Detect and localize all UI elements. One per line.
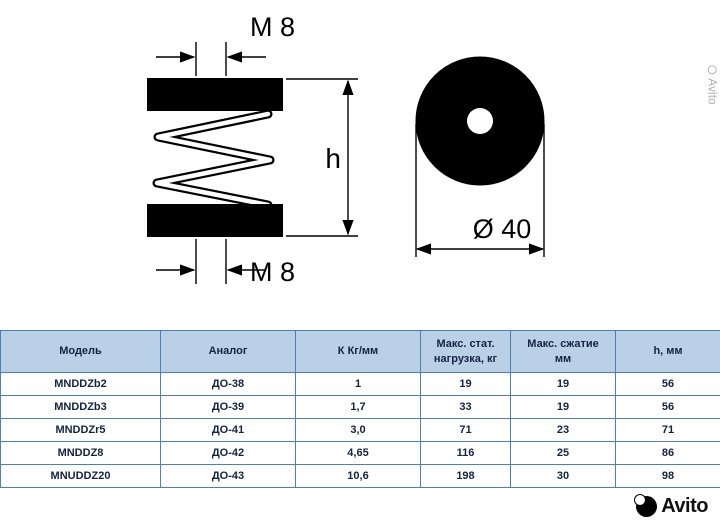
top-block [147, 78, 283, 111]
thread-label-bottom: M 8 [250, 257, 295, 287]
cell-max-load: 71 [420, 418, 511, 442]
cell-analog: ДО-39 [160, 395, 296, 419]
cell-height: 86 [615, 441, 720, 465]
table-row: MNUDDZ20 ДО-43 10,6 198 30 98 [0, 464, 720, 488]
cell-height: 56 [615, 395, 720, 419]
cell-max-load: 116 [420, 441, 511, 465]
cell-model: MNDDZ8 [0, 441, 161, 465]
avito-logo: Avito [634, 494, 708, 518]
technical-drawing: M 8 M 8 h Ø 40 [147, 12, 545, 287]
bottom-bar: Avito [0, 490, 720, 523]
cell-height: 56 [615, 372, 720, 396]
avito-logo-icon [634, 494, 658, 517]
table-row: MNDDZ8 ДО-42 4,65 116 25 86 [0, 441, 720, 465]
height-label: h [325, 143, 341, 174]
top-view: Ø 40 [415, 56, 545, 257]
cell-stiffness: 4,65 [295, 441, 421, 465]
cell-height: 98 [615, 464, 720, 488]
table-row: MNDDZb2 ДО-38 1 19 19 56 [0, 372, 720, 396]
header-max-compression: Макс. сжатие мм [510, 330, 616, 373]
side-watermark-text: Avito [705, 78, 720, 105]
thread-label-top: M 8 [250, 12, 295, 42]
cell-model: MNDDZb3 [0, 395, 161, 419]
cell-max-compression: 30 [510, 464, 616, 488]
cell-analog: ДО-42 [160, 441, 296, 465]
cell-analog: ДО-38 [160, 372, 296, 396]
cell-analog: ДО-43 [160, 464, 296, 488]
cell-stiffness: 10,6 [295, 464, 421, 488]
cell-max-load: 33 [420, 395, 511, 419]
diameter-label: Ø 40 [473, 214, 532, 244]
cell-model: MNUDDZ20 [0, 464, 161, 488]
header-stiffness: К Кг/мм [295, 330, 421, 373]
center-hole [467, 108, 493, 134]
side-watermark: Avito [705, 65, 720, 105]
cell-max-load: 19 [420, 372, 511, 396]
cell-model: MNDDZb2 [0, 372, 161, 396]
spring-coil [152, 109, 275, 210]
bottom-block [147, 204, 283, 237]
spec-table: Модель Аналог К Кг/мм Макс. стат. нагруз… [0, 330, 720, 488]
cell-stiffness: 1 [295, 372, 421, 396]
side-view [156, 42, 358, 284]
cell-stiffness: 1,7 [295, 395, 421, 419]
header-analog: Аналог [160, 330, 296, 373]
table-row: MNDDZr5 ДО-41 3,0 71 23 71 [0, 418, 720, 442]
avito-ring-icon [707, 65, 717, 75]
cell-height: 71 [615, 418, 720, 442]
cell-max-compression: 19 [510, 395, 616, 419]
cell-max-compression: 23 [510, 418, 616, 442]
drawing-svg: M 8 M 8 h Ø 40 [147, 12, 545, 287]
cell-max-compression: 25 [510, 441, 616, 465]
header-height: h, мм [615, 330, 720, 373]
cell-max-load: 198 [420, 464, 511, 488]
cell-analog: ДО-41 [160, 418, 296, 442]
cell-max-compression: 19 [510, 372, 616, 396]
table-header-row: Модель Аналог К Кг/мм Макс. стат. нагруз… [0, 330, 720, 373]
cell-model: MNDDZr5 [0, 418, 161, 442]
cell-stiffness: 3,0 [295, 418, 421, 442]
avito-logo-text: Avito [661, 495, 708, 517]
header-max-load: Макс. стат. нагрузка, кг [420, 330, 511, 373]
table-row: MNDDZb3 ДО-39 1,7 33 19 56 [0, 395, 720, 419]
header-model: Модель [0, 330, 161, 373]
